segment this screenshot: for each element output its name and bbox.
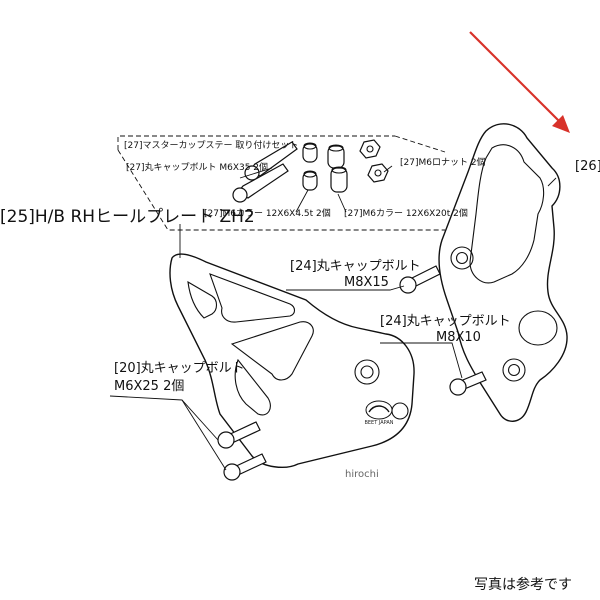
beet-logo-icon: BEET JAPAN — [364, 400, 394, 426]
label-part20-name: [20]丸キャップボルト — [114, 361, 245, 376]
label-part20-size: M6X25 2個 — [114, 379, 184, 394]
bolt-m8x10-lower — [449, 371, 487, 396]
part27-nuts — [359, 139, 389, 183]
pointer-arrow-icon — [469, 31, 570, 133]
kit-box-part27 — [117, 135, 446, 231]
part27-long-bolts — [232, 141, 298, 203]
bolt-icon — [217, 421, 261, 449]
nut-icon — [367, 163, 389, 183]
label-part24-lower-name: [24]丸キャップボルト — [380, 314, 511, 329]
label-part27-bolt: [27]丸キャップボルト M6X35 2個 — [126, 161, 268, 173]
label-part27-title: [27]マスターカップステー 取り付けセット — [124, 140, 298, 151]
collar-icon — [302, 170, 318, 191]
collar-icon — [330, 166, 348, 193]
heel-plate — [169, 253, 415, 468]
bolt-icon — [223, 453, 267, 481]
label-part25: [25]H/B RHヒールプレート ZH2 — [0, 207, 255, 227]
reference-caption: 写真は参考です — [474, 576, 572, 593]
label-part24-lower-size: M8X10 — [436, 330, 481, 345]
bolt-icon — [244, 141, 298, 181]
label-part24-upper-name: [24]丸キャップボルト — [290, 259, 421, 274]
logo-text: BEET JAPAN — [364, 420, 393, 426]
label-part27-collar-b: [27]M6カラー 12X6X20t 2個 — [344, 207, 468, 219]
bolt-icon — [232, 163, 289, 203]
watermark: hirochi — [345, 469, 379, 480]
bolts-m6x25 — [217, 421, 267, 481]
part27-collars-thin — [302, 142, 318, 191]
collar-icon — [302, 142, 318, 163]
leader-lines — [109, 165, 557, 471]
label-part24-upper-size: M8X15 — [344, 275, 389, 290]
master-cup-stay-plate — [438, 123, 568, 422]
label-part26: [26] — [575, 159, 600, 174]
bolt-m8x15-upper — [399, 265, 441, 294]
label-part27-nut: [27]M6ロナット 2個 — [400, 156, 486, 168]
collar-icon — [327, 144, 345, 169]
nut-icon — [359, 139, 381, 159]
label-part27-collar-a: [27]M6カラー 12X6X4.5t 2個 — [204, 207, 331, 219]
part27-collars-long — [327, 144, 348, 193]
